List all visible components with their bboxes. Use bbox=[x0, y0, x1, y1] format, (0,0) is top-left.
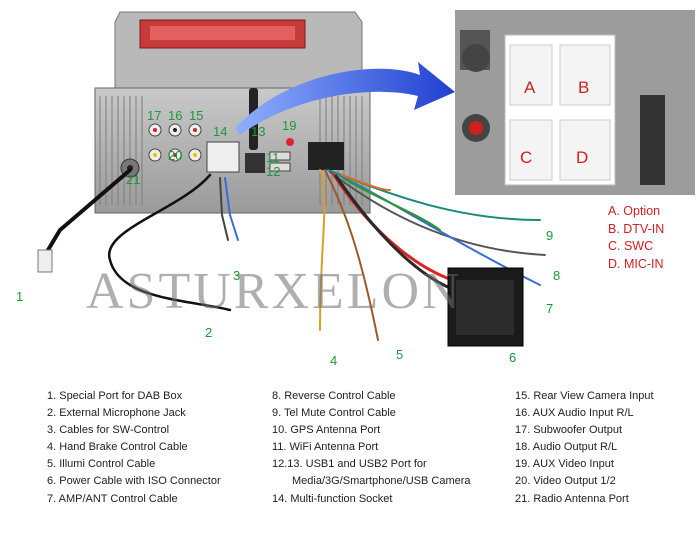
legend-item: 2. External Microphone Jack bbox=[47, 407, 186, 420]
legend-column-3: 15. Rear View Camera Input 16. AUX Audio… bbox=[515, 388, 654, 508]
callout-16: 16 bbox=[168, 108, 183, 123]
callout-8: 8 bbox=[553, 268, 561, 283]
wiring-diagram bbox=[37, 10, 695, 347]
inset-legend: A. Option B. DTV-IN C. SWC D. MIC-IN bbox=[608, 203, 664, 273]
legend-item: 5. Illumi Control Cable bbox=[47, 458, 156, 471]
legend-item: 10. GPS Antenna Port bbox=[272, 424, 381, 437]
callout-13: 13 bbox=[251, 124, 266, 139]
inset-letter-d: D bbox=[576, 148, 589, 167]
legend-item: 1. Special Port for DAB Box bbox=[47, 390, 183, 402]
legend-item: 7. AMP/ANT Control Cable bbox=[47, 492, 178, 505]
callout-12: 12 bbox=[266, 164, 281, 179]
zoom-arrow bbox=[235, 62, 455, 135]
watermark: ASTURXELON bbox=[86, 263, 463, 320]
callout-5: 5 bbox=[396, 347, 404, 362]
inset-letter-c: C bbox=[520, 148, 533, 167]
inset-legend-c: C. SWC bbox=[608, 239, 654, 253]
callout-7: 7 bbox=[546, 301, 554, 316]
callout-17: 17 bbox=[147, 108, 162, 123]
legend-item: 17. Subwoofer Output bbox=[515, 424, 623, 437]
callout-20: 20 bbox=[168, 148, 183, 163]
inset-legend-d: D. MIC-IN bbox=[608, 256, 664, 271]
legend-column-2: 8. Reverse Control Cable 9. Tel Mute Con… bbox=[272, 388, 471, 508]
callout-2: 2 bbox=[205, 325, 213, 340]
legend-item: 21. Radio Antenna Port bbox=[515, 492, 629, 505]
legend-item: 18. Audio Output R/L bbox=[515, 441, 618, 454]
inset-legend-a: A. Option bbox=[608, 204, 661, 218]
callout-4: 4 bbox=[330, 353, 338, 368]
legend-item: 19. AUX Video Input bbox=[515, 458, 614, 471]
callout-6: 6 bbox=[509, 350, 517, 365]
callout-14: 14 bbox=[213, 124, 228, 139]
head-unit bbox=[94, 11, 371, 214]
inset-legend-b: B. DTV-IN bbox=[608, 221, 665, 236]
legend-item: 15. Rear View Camera Input bbox=[515, 390, 654, 402]
callout-1: 1 bbox=[16, 289, 24, 304]
callout-3: 3 bbox=[233, 268, 241, 283]
legend-item: Media/3G/Smartphone/USB Camera bbox=[292, 475, 471, 488]
legend-item: 4. Hand Brake Control Cable bbox=[47, 441, 188, 454]
legend-item: 11. WiFi Antenna Port bbox=[272, 441, 379, 454]
callout-9: 9 bbox=[546, 228, 554, 243]
cables bbox=[37, 168, 546, 341]
legend-item: 6. Power Cable with ISO Connector bbox=[47, 475, 221, 488]
legend-item: 16. AUX Audio Input R/L bbox=[515, 407, 634, 420]
callout-19: 19 bbox=[282, 118, 297, 133]
callout-21: 21 bbox=[126, 172, 141, 187]
iso-connector bbox=[447, 267, 524, 347]
inset-letter-a: A bbox=[524, 78, 536, 97]
inset-panel bbox=[455, 10, 695, 195]
callout-11: 11 bbox=[266, 150, 280, 165]
legend-item: 3. Cables for SW-Control bbox=[47, 424, 170, 437]
legend-item: 12.13. USB1 and USB2 Port for bbox=[272, 458, 427, 471]
legend-item: 14. Multi-function Socket bbox=[272, 492, 393, 505]
legend-item: 20. Video Output 1/2 bbox=[515, 475, 616, 488]
legend-item: 9. Tel Mute Control Cable bbox=[272, 407, 396, 420]
legend-column-1: 1. Special Port for DAB Box 2. External … bbox=[47, 388, 221, 508]
inset-letter-b: B bbox=[578, 78, 590, 97]
callout-15: 15 bbox=[189, 108, 204, 123]
legend-item: 8. Reverse Control Cable bbox=[272, 390, 396, 402]
